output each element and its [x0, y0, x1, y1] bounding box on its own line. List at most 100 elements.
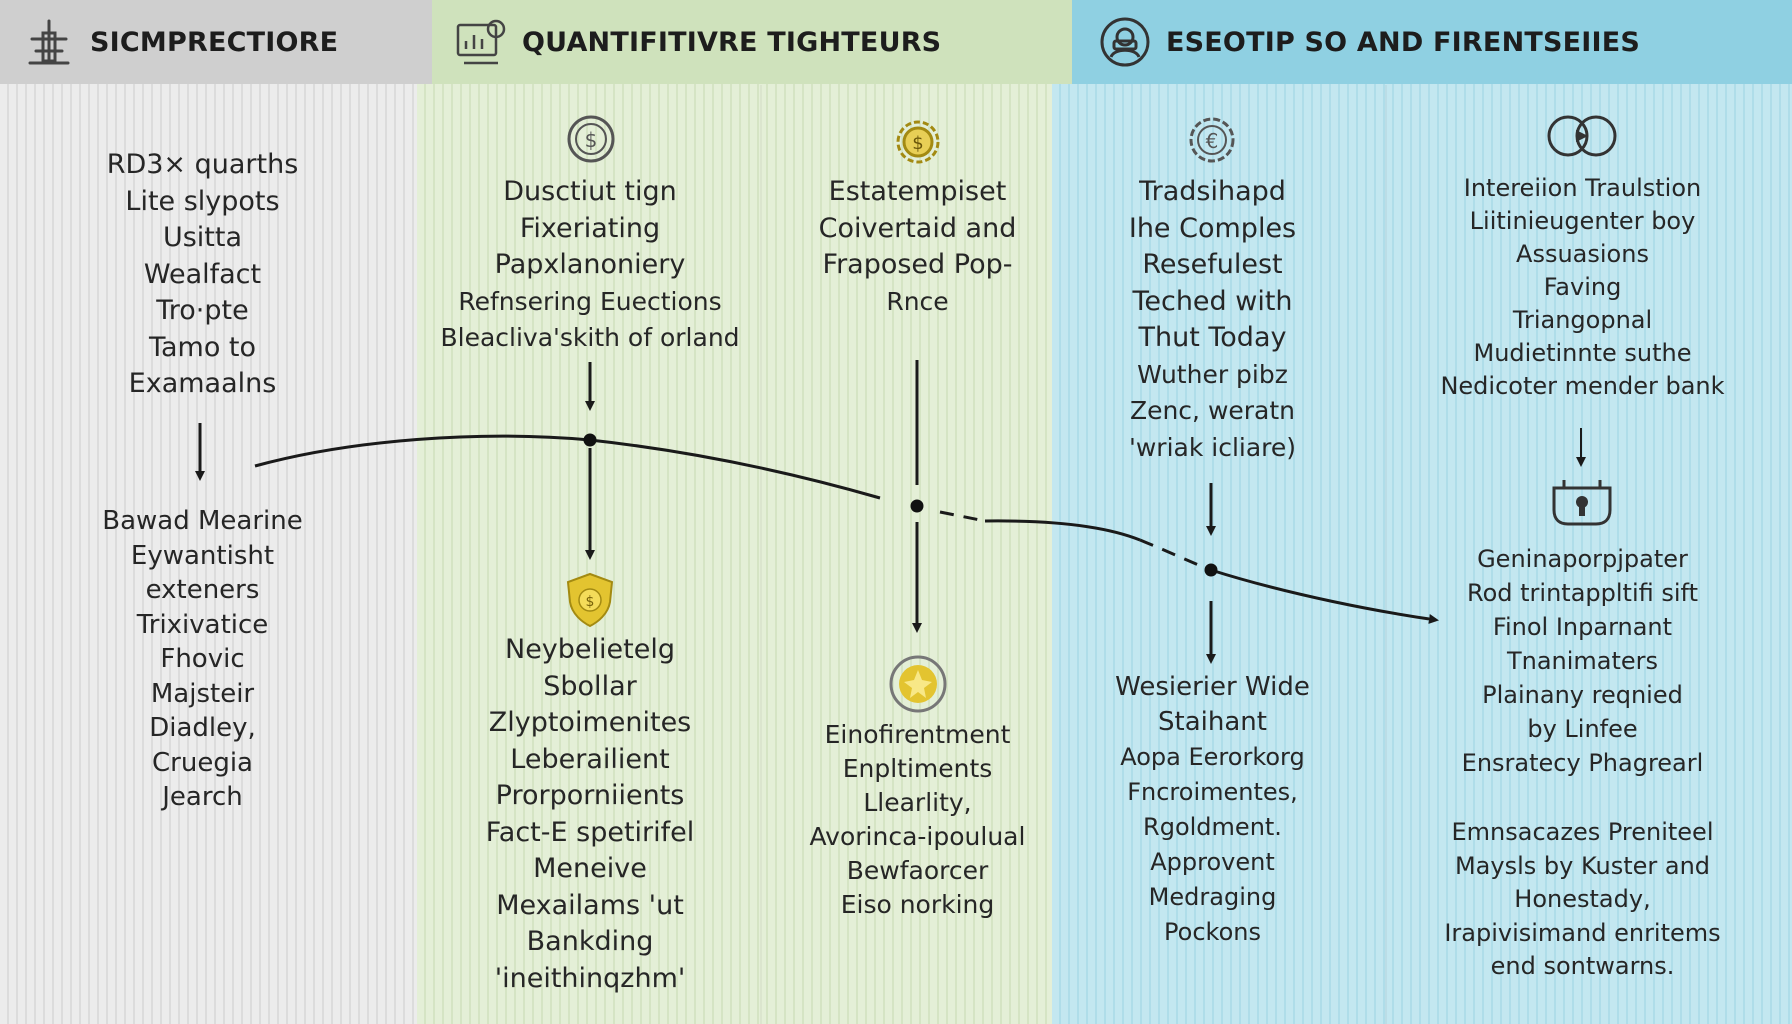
text-line: Triangopnal: [1512, 306, 1653, 334]
text-line: Finol Inparnant: [1492, 613, 1673, 641]
text-line: Meneive: [533, 853, 647, 884]
text-line: Liitinieugenter boy: [1469, 207, 1696, 235]
text-line: Neybelietelg: [505, 634, 675, 665]
text-line: Papxlanoniery: [494, 249, 686, 280]
col2-bottom-text: Neybelietelg Sbollar Zlyptoimenites Lebe…: [420, 632, 760, 997]
gold-medal-icon: [889, 655, 947, 713]
text-line: Eywantisht: [130, 540, 275, 571]
svg-text:€: €: [1206, 129, 1219, 153]
main-flow-line: [254, 434, 881, 500]
text-line: Teched with: [1132, 285, 1293, 317]
text-line: Nedicoter mender bank: [1440, 372, 1725, 400]
text-line: Plainany reqnied: [1482, 681, 1683, 709]
text-line: Leberailient: [510, 743, 670, 775]
text-line: Faving: [1543, 273, 1622, 301]
section-title-3: ESEOTIP SO AND FIRENTSEIIES: [1166, 26, 1641, 58]
text-line: Rnce: [886, 286, 949, 316]
col1-bottom-text: Bawad Mearine Eywantisht exteners Trixiv…: [60, 504, 345, 815]
gold-shield-icon: $: [566, 572, 614, 628]
text-line: Thut Today: [1138, 322, 1287, 353]
text-line: Bewfaorcer: [846, 856, 989, 885]
col5-bottom-text: Geninaporpjpater Rod trintappltifi sift …: [1395, 542, 1770, 780]
text-line: Bankding: [526, 926, 654, 957]
text-line: Estatempiset: [828, 176, 1007, 207]
text-line: Usitta: [162, 222, 243, 253]
main-flow-end: [1210, 568, 1439, 624]
text-line: Staihant: [1158, 707, 1267, 737]
text-line: Coivertaid and: [818, 212, 1017, 244]
text-line: Ensratecy Phagrearl: [1461, 749, 1704, 777]
text-line: Dusctiut tign: [503, 176, 677, 207]
dollar-coin-icon: $: [567, 115, 615, 163]
col5-bottom2-text: Emnsacazes Preniteel Maysls by Kuster an…: [1395, 816, 1770, 984]
text-line: Rod trintappltifi sift: [1467, 579, 1698, 607]
text-line: Tamo to: [148, 331, 257, 363]
text-line: Fhovic: [160, 644, 245, 674]
col4-top-text: Tradsihapd Ihe Comples Resefulest Teched…: [1080, 174, 1345, 466]
euro-gear-icon: €: [1189, 117, 1235, 163]
text-line: Geninaporpjpater: [1477, 545, 1688, 573]
link-circles-icon: [1547, 115, 1617, 157]
text-line: Llearlity,: [863, 788, 972, 817]
text-line: by Linfee: [1527, 715, 1638, 743]
section-title-1: SICMPRECTIORE: [90, 26, 339, 58]
text-line: Rgoldment.: [1143, 813, 1282, 841]
col2-top-text: Dusctiut tign Fixeriating Papxlanoniery …: [420, 174, 760, 357]
text-line: 'wriak icliare): [1128, 432, 1297, 462]
svg-text:$: $: [585, 128, 598, 152]
text-line: Prorporniients: [495, 780, 685, 811]
text-line: Einofirentment: [824, 720, 1011, 749]
main-flow-mid: [984, 519, 1141, 542]
text-line: Cruegia: [152, 747, 253, 778]
section-header-1: SICMPRECTIORE: [0, 0, 432, 84]
text-line: 'ineithinqzhm': [494, 962, 686, 994]
tower-icon: [28, 19, 70, 65]
section-background-1: [0, 0, 417, 1024]
flow-node-2: [910, 499, 924, 513]
text-line: end sontwarns.: [1490, 952, 1675, 980]
section-header-2: QUANTIFITIVRE TIGHTEURS: [432, 0, 1072, 84]
text-line: Assuasions: [1516, 240, 1649, 268]
column-divider: [760, 85, 762, 1024]
main-flow-dashed-a: [939, 510, 986, 523]
text-line: Sbollar: [543, 670, 637, 702]
text-line: Wesierier Wide: [1115, 672, 1310, 702]
col5-top-text: Intereiion Traulstion Liitinieugenter bo…: [1395, 172, 1770, 403]
text-line: Diadley,: [149, 713, 256, 743]
text-line: Fraposed Pop-: [822, 249, 1013, 280]
main-flow-dashed-b: [1139, 538, 1212, 572]
svg-text:$: $: [586, 594, 595, 610]
bank-box-icon: [1552, 480, 1612, 526]
flow-node-3: [1204, 563, 1218, 577]
text-line: Tnanimaters: [1506, 647, 1659, 675]
text-line: RD3× quarths: [106, 149, 299, 180]
text-line: Aopa Eerorkorg: [1120, 743, 1305, 771]
text-line: Zlyptoimenites: [488, 707, 692, 738]
text-line: Mudietinnte suthe: [1473, 339, 1692, 367]
col3-bottom-text: Einofirentment Enpltiments Llearlity, Av…: [770, 718, 1065, 922]
text-line: Honestady,: [1514, 885, 1651, 913]
dollar-gear-icon: $: [896, 120, 940, 164]
text-line: Zenc, weratn: [1129, 396, 1296, 425]
col1-top-text: RD3× quarths Lite slypots Usitta Wealfac…: [60, 147, 345, 403]
flow-node-1: [583, 433, 597, 447]
text-line: Tro·pte: [156, 295, 249, 326]
text-line: Examaalns: [128, 368, 277, 399]
text-line: Ihe Comples: [1128, 212, 1297, 244]
column-divider: [1385, 85, 1387, 1024]
text-line: Jearch: [162, 782, 243, 812]
col4-bottom-text: Wesierier Wide Staihant Aopa Eerorkorg F…: [1080, 670, 1345, 950]
text-line: Bleacliva'skith of orland: [440, 323, 740, 352]
section-header-3: ESEOTIP SO AND FIRENTSEIIES: [1072, 0, 1792, 84]
text-line: Majsteir: [150, 678, 255, 709]
text-line: Maysls by Kuster and: [1454, 851, 1711, 880]
text-line: Bawad Mearine: [102, 506, 303, 536]
text-line: Avorinca-ipoulual: [809, 822, 1026, 851]
section-title-2: QUANTIFITIVRE TIGHTEURS: [522, 26, 942, 58]
text-line: Lite slypots: [125, 185, 280, 217]
text-line: Irapivisimand enritems: [1444, 918, 1721, 947]
text-line: Eiso norking: [840, 890, 995, 919]
text-line: Emnsacazes Preniteel: [1451, 818, 1714, 846]
text-line: Medraging: [1148, 883, 1277, 911]
